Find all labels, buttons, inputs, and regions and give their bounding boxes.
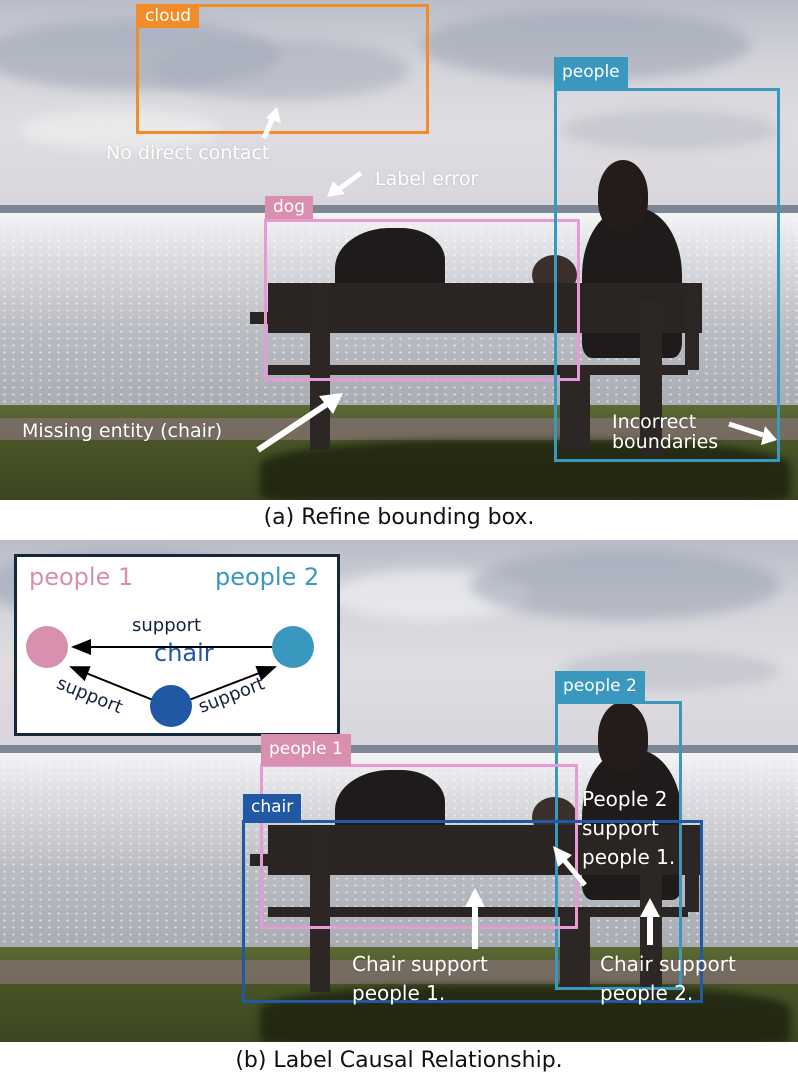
chair-bounding-box[interactable] [242, 820, 703, 1003]
arrow-up-icon [465, 888, 485, 949]
graph-label-people1: people 1 [29, 563, 134, 591]
people2-label-tag: people 2 [555, 671, 645, 703]
edge-label-people2-people1: support [132, 615, 202, 636]
dog-label-tag: dog [265, 196, 313, 219]
bench [268, 283, 702, 333]
caption-b: (b) Label Causal Relationship. [235, 1048, 563, 1073]
people1-bounding-box[interactable] [260, 764, 578, 929]
arrow-right-icon [728, 421, 777, 445]
no-direct-contact-note: No direct contact [106, 142, 270, 164]
arrow-up-icon [640, 898, 660, 945]
people2-support-people1-note: People 2 support people 1. [582, 787, 676, 869]
node-people2[interactable] [272, 626, 314, 668]
chair-support-people1-note: Chair support people 1. [352, 952, 488, 1005]
panel-a-refine-bounding-box: cloud dog people No direct contact Label… [0, 0, 798, 500]
arrow-up-icon [261, 107, 281, 139]
label-error-note: Label error [375, 168, 479, 190]
people1-label-tag: people 1 [261, 734, 351, 766]
horizon [0, 205, 798, 213]
graph-edges [69, 639, 277, 701]
cloud-label-tag: cloud [137, 5, 200, 28]
causal-relationship-graph: people 1 people 2 chair support support … [14, 554, 340, 736]
dog-bounding-box[interactable] [264, 219, 580, 381]
missing-entity-note: Missing entity (chair) [22, 420, 223, 442]
graph-label-chair: chair [154, 639, 214, 667]
caption-a: (a) Refine bounding box. [263, 505, 535, 530]
incorrect-boundaries-note: Incorrect boundaries [612, 411, 719, 453]
node-chair[interactable] [150, 685, 192, 727]
chair-support-people2-note: Chair support people 2. [600, 952, 736, 1005]
graph-label-people2: people 2 [215, 563, 320, 591]
node-people1[interactable] [26, 626, 68, 668]
people-label-tag: people [554, 57, 628, 90]
cloud-bounding-box[interactable] [136, 4, 429, 134]
panel-b-label-causal-relationship: people 1 people 2 chair support support … [0, 540, 798, 1042]
arrow-up-right-icon [256, 393, 343, 453]
arrow-down-left-icon [327, 170, 363, 197]
arrow-up-left-icon [553, 846, 587, 887]
people-bounding-box[interactable] [554, 88, 780, 462]
chair-label-tag: chair [243, 794, 302, 822]
